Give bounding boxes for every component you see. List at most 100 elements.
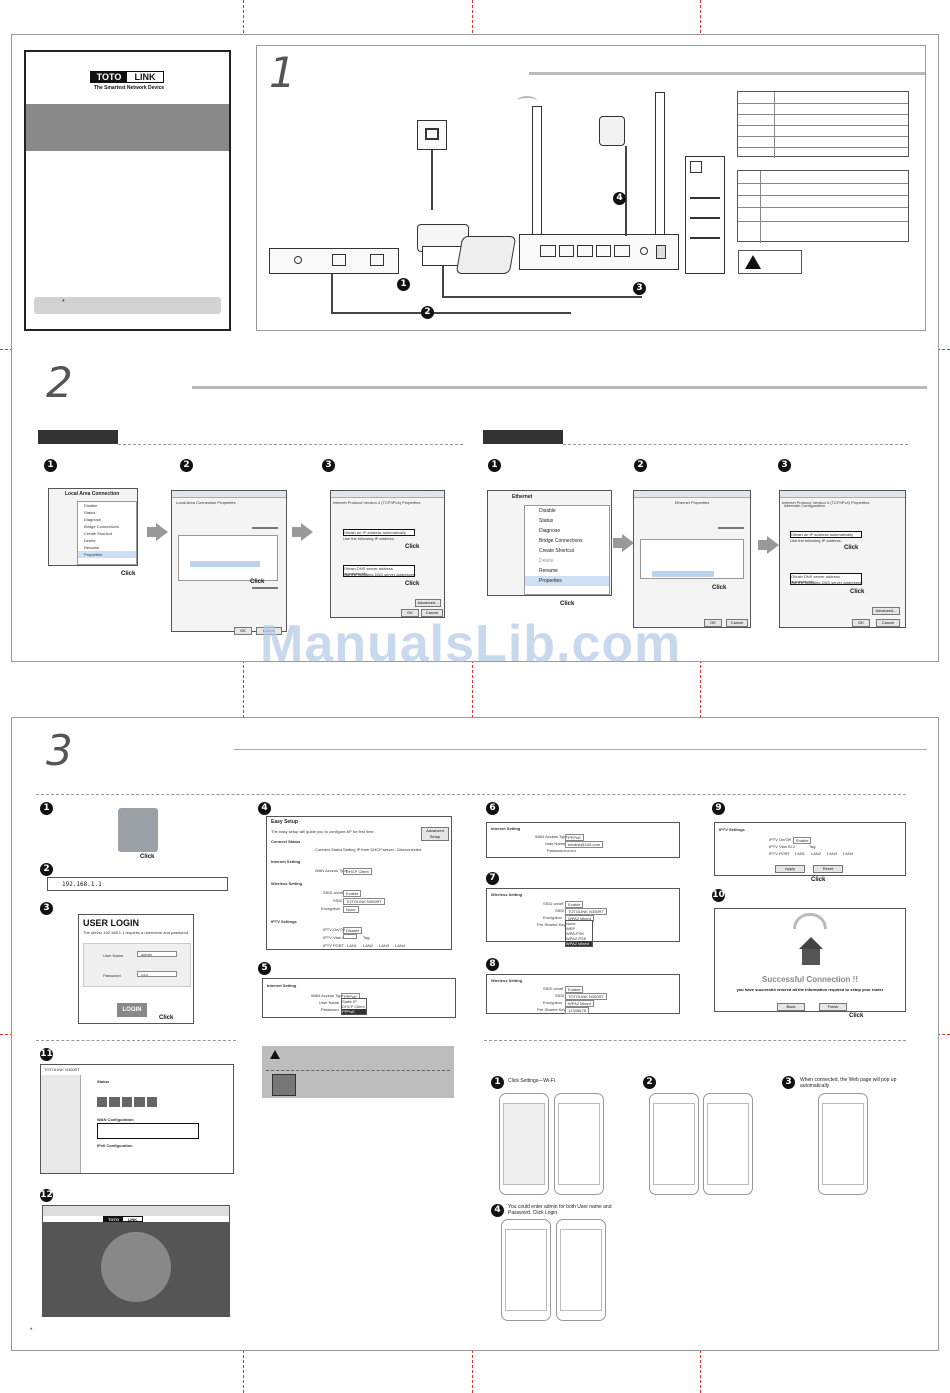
menu-item-status[interactable]: Status — [84, 510, 96, 515]
iptv-port-lan4[interactable]: LAN4 — [395, 943, 406, 948]
menu-item-bridge[interactable]: Bridge Connections — [84, 524, 119, 529]
menu-item-properties[interactable]: Properties — [78, 551, 136, 558]
cancel-button[interactable]: Cancel — [421, 609, 443, 617]
iptv-port-lan3[interactable]: LAN3 — [379, 943, 390, 948]
wan-type-dropdown[interactable]: Static IP DHCP Client PPPoE — [341, 998, 367, 1015]
cancel-button[interactable]: Cancel — [256, 627, 282, 635]
back-button[interactable]: Back — [777, 1003, 805, 1011]
properties-button[interactable] — [252, 587, 278, 589]
section-heading: Wireless Setting — [271, 881, 303, 886]
iptv-onoff-select[interactable]: Disable — [343, 927, 363, 934]
menu-item-delete[interactable]: Delete — [539, 558, 554, 564]
iptv-vlan-input[interactable]: 2 — [793, 844, 796, 849]
mobile-step-1-text: Click Settings—Wi-Fi. — [508, 1078, 557, 1084]
ok-button[interactable]: OK — [234, 627, 252, 635]
static-dns-radio[interactable]: Use the following DNS server addresses: — [790, 580, 863, 585]
menu-item-delete[interactable]: Delete — [84, 538, 96, 543]
cover-footer-bar: * — [34, 297, 221, 314]
option-selected[interactable]: PPPoE — [342, 1009, 366, 1014]
warning-box — [738, 250, 802, 274]
status-sidebar[interactable] — [41, 1075, 81, 1173]
ok-button[interactable]: OK — [852, 619, 870, 627]
option[interactable]: None — [566, 921, 576, 926]
router-shortcut-icon[interactable] — [118, 808, 158, 852]
static-dns-radio[interactable]: Use the following DNS server addresses: — [343, 572, 416, 577]
static-ip-radio[interactable]: Use the following IP address: — [790, 538, 842, 543]
iptv-port-lan2[interactable]: LAN2 — [811, 851, 822, 856]
wireless-screenshot: Wireless Setting SSID on/off Enable SSID… — [486, 888, 680, 947]
ssid-onoff-select[interactable]: Enable — [565, 901, 584, 908]
auto-dns-radio[interactable]: Obtain DNS server address automatically — [790, 573, 862, 585]
button-table — [737, 170, 909, 243]
pass-input[interactable]: ••••• — [141, 972, 149, 977]
option[interactable]: WPA2-PSK — [566, 936, 587, 941]
menu-item-diagnose[interactable]: Diagnose — [84, 517, 101, 522]
menu-item-rename[interactable]: Rename — [84, 545, 100, 550]
reset-button[interactable]: Reset — [813, 865, 843, 873]
ok-button[interactable]: OK — [401, 609, 419, 617]
wan-type-select[interactable]: PPPoE — [565, 834, 584, 841]
ssid-input[interactable]: TOTOLINK N300RT — [565, 993, 607, 1000]
apply-button[interactable]: Apply — [775, 865, 805, 873]
brand-tagline: The Smartest Network Device — [93, 85, 165, 91]
menu-item-rename[interactable]: Rename — [539, 568, 558, 574]
login-button[interactable]: LOGIN — [117, 1003, 147, 1017]
wan-type-select[interactable]: DHCP Client — [343, 868, 372, 875]
menu-item-diagnose[interactable]: Diagnose — [539, 528, 561, 534]
ssid-onoff-select[interactable]: Enable — [343, 890, 362, 897]
encryption-select[interactable]: None — [343, 906, 359, 913]
finish-button[interactable]: Finish — [819, 1003, 847, 1011]
modem-device — [269, 248, 399, 274]
iptv-port-lan2[interactable]: LAN2 — [363, 943, 374, 948]
configure-button[interactable] — [252, 527, 278, 529]
menu-item-disable[interactable]: Disable — [539, 508, 556, 514]
advanced-setup-button[interactable]: Advanced Setup — [421, 827, 449, 841]
advanced-button[interactable]: Advanced... — [872, 607, 900, 615]
menu-item-disable[interactable]: Disable — [84, 503, 98, 508]
option[interactable]: Static IP — [342, 999, 357, 1004]
encryption-select[interactable]: WPA2 Mixed — [565, 1000, 594, 1007]
iptv-onoff-select[interactable]: Enable — [793, 837, 812, 844]
iptv-port-lan1[interactable]: LAN1 — [347, 943, 358, 948]
page-desc: The easy setup will guide you to configu… — [271, 829, 375, 834]
field-label: IPTV On/Off — [323, 927, 345, 932]
properties-screenshot: Local Area Connection Properties OK Canc… — [171, 490, 287, 635]
option[interactable]: WPA-PSK — [566, 931, 585, 936]
cover-band — [26, 104, 229, 151]
preshared-key-input[interactable]: 12345678 — [565, 1007, 589, 1014]
ssid-input[interactable]: TOTOLINK N300RT — [343, 898, 385, 905]
cancel-button[interactable]: Cancel — [726, 619, 748, 627]
iptv-port-lan4[interactable]: LAN4 — [843, 851, 854, 856]
phone-home — [499, 1093, 549, 1195]
option[interactable]: WEP — [566, 926, 576, 931]
ssid-onoff-select[interactable]: Enable — [565, 986, 584, 993]
os-tab-right — [483, 430, 563, 444]
address-bar[interactable]: 192.168.1.1 — [47, 877, 228, 891]
menu-item-properties[interactable]: Properties — [525, 576, 609, 586]
step-7: 7 — [486, 872, 499, 885]
tab-alternate[interactable]: Alternate Configuration — [784, 503, 825, 508]
password-input[interactable]: •••••••• — [565, 848, 577, 853]
ipv4-screenshot: Internet Protocol Version 4 (TCP/IPv4) P… — [779, 490, 906, 628]
ok-button[interactable]: OK — [704, 619, 722, 627]
username-input[interactable]: totolink@163.com — [565, 841, 604, 848]
advanced-button[interactable]: Advanced... — [415, 599, 441, 607]
menu-item-bridge[interactable]: Bridge Connections — [539, 538, 583, 544]
option-selected[interactable]: WPA2 Mixed — [566, 941, 592, 946]
static-ip-radio[interactable]: Use the following IP address: — [343, 536, 395, 541]
user-input[interactable]: admin — [141, 952, 152, 957]
auto-dns-radio[interactable]: Obtain DNS server address automatically — [343, 565, 415, 577]
menu-item-status[interactable]: Status — [539, 518, 554, 524]
iptv-port-lan3[interactable]: LAN3 — [827, 851, 838, 856]
menu-item-shortcut[interactable]: Create Shortcut — [539, 548, 575, 554]
cancel-button[interactable]: Cancel — [876, 619, 900, 627]
ssid-input[interactable]: TOTOLINK N300RT — [565, 908, 607, 915]
encryption-dropdown[interactable]: None WEP WPA-PSK WPA2-PSK WPA2 Mixed — [565, 920, 593, 947]
option[interactable]: DHCP Client — [342, 1004, 365, 1009]
iptv-port-lan1[interactable]: LAN1 — [795, 851, 806, 856]
menu-item-shortcut[interactable]: Create Shortcut — [84, 531, 113, 536]
auto-ip-radio[interactable]: Obtain an IP address automatically — [790, 531, 862, 538]
menu-header: Ethernet — [512, 494, 533, 500]
auto-ip-radio[interactable]: Obtain an IP address automatically — [343, 529, 415, 536]
configure-button[interactable] — [718, 527, 744, 529]
